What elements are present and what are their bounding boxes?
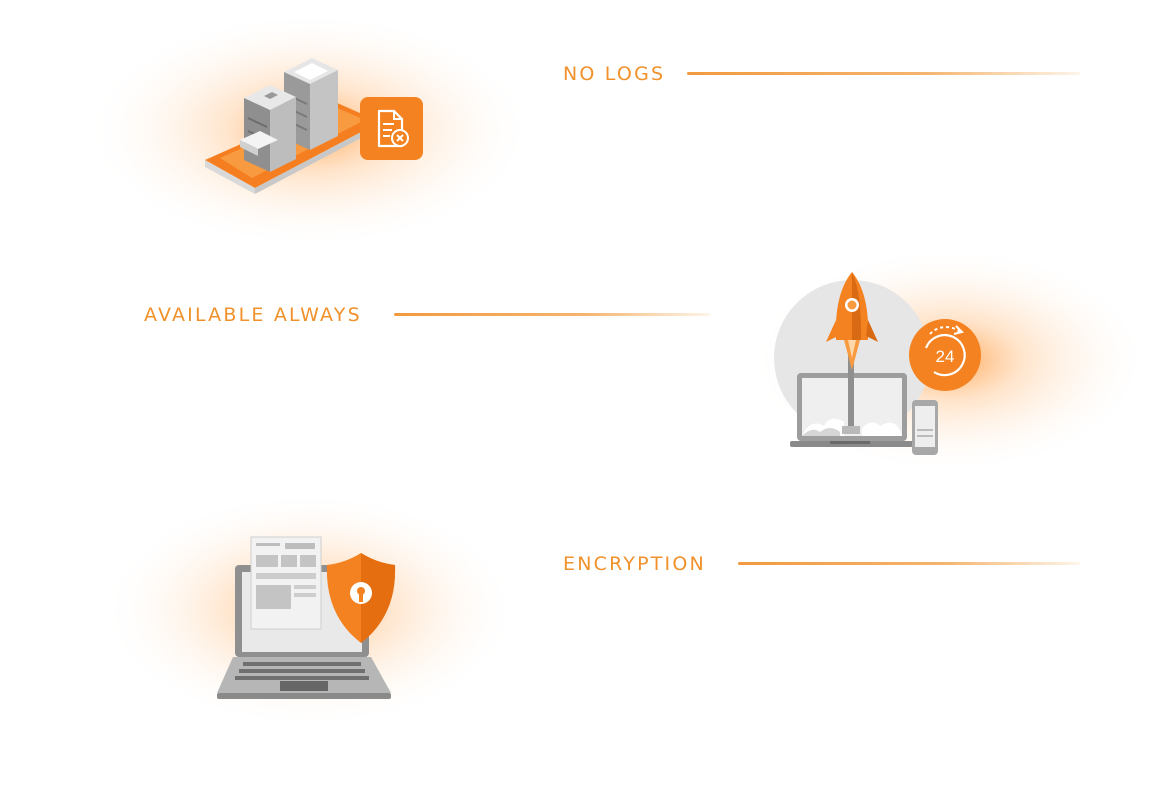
feature-title: NO LOGS xyxy=(563,63,666,85)
rocket-devices-illustration: 24 xyxy=(690,245,1150,490)
no-logs-document-icon xyxy=(360,97,423,160)
laptop-shield-illustration xyxy=(95,490,535,755)
24-hour-icon: 24 xyxy=(909,319,981,391)
shield-lock-icon xyxy=(326,553,396,643)
title-divider xyxy=(687,72,1080,75)
feature-title: AVAILABLE ALWAYS xyxy=(144,304,362,326)
servers-illustration xyxy=(80,10,550,250)
title-divider xyxy=(394,313,710,316)
feature-no-logs: NO LOGS xyxy=(0,0,1170,250)
title-divider xyxy=(738,562,1080,565)
svg-text:24: 24 xyxy=(936,347,955,366)
feature-encryption: ENCRYPTION xyxy=(0,490,1170,788)
feature-available-always: AVAILABLE ALWAYS xyxy=(0,245,1170,490)
feature-title: ENCRYPTION xyxy=(563,553,706,575)
